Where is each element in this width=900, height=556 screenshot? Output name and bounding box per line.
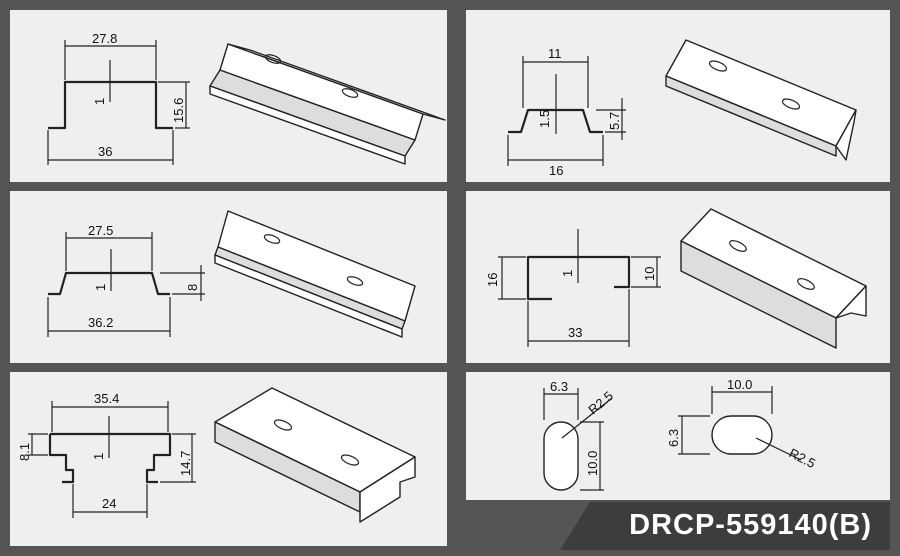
dim-thickness: 1 [560,270,575,277]
dim-slot2-radius: R2.5 [787,445,818,471]
profile-5-section [48,432,172,484]
dim-slot2-width: 10.0 [727,377,752,392]
profile-3-section [48,271,170,296]
panel-profile-1: 27.8 1 15.6 36 [10,10,447,182]
panel-profile-5: 35.4 8.1 1 14.7 24 [10,372,447,546]
panel-profile-4: 16 1 10 33 [466,191,890,363]
dim-slot2-height: 6.3 [666,429,681,447]
vertical-slot-shape [543,421,579,491]
slot-hole-icon [264,54,282,64]
profile-4-diagram: 16 1 10 33 [485,208,867,349]
slot-hole-icon [708,60,728,72]
dim-height: 14.7 [178,451,193,476]
slot-hole-icon [341,88,359,98]
profile-5-iso-view [214,387,416,523]
profile-2-diagram: 11 1.5 5.7 16 [507,39,857,178]
profile-1-iso-view [209,43,446,165]
dim-height: 16 [485,273,500,287]
dim-thickness: 1 [92,98,107,105]
dim-bottom-width: 16 [549,163,563,178]
dim-lip-height: 8.1 [17,443,32,461]
dim-slot1-radius: R2.5 [585,388,616,417]
profile-1-diagram: 27.8 1 15.6 36 [47,31,446,165]
profile-3-iso-view [214,210,416,338]
dim-lip-height: 10 [642,267,657,281]
dim-slot1-width: 6.3 [550,379,568,394]
panel-slot-details: 6.3 R2.5 10.0 10.0 6.3 R2.5 [466,372,890,500]
slot-hole-icon [263,234,281,244]
slot-hole-icon [797,278,815,290]
dim-slot1-length: 10.0 [585,451,600,476]
slot-hole-icon [340,454,360,466]
horizontal-slot-shape [711,415,773,455]
profile-4-iso-view [680,208,867,349]
dim-height: 15.6 [171,98,186,123]
dim-thickness: 1 [91,453,106,460]
dim-width: 33 [568,325,582,340]
model-code-badge: DRCP-559140(B) [560,502,890,550]
dim-top-width: 11 [548,46,562,61]
dim-top-width: 27.8 [92,31,117,46]
dim-top-width: 27.5 [88,223,113,238]
slot-hole-icon [346,276,364,286]
model-code: DRCP-559140(B) [629,509,872,541]
slot-hole-icon [729,240,747,252]
profile-5-diagram: 35.4 8.1 1 14.7 24 [17,387,416,523]
dim-top-width: 35.4 [94,391,119,406]
panel-profile-2: 11 1.5 5.7 16 [466,10,890,182]
slot-details-diagram: 6.3 R2.5 10.0 10.0 6.3 R2.5 [543,377,818,491]
dim-height: 5.7 [607,112,622,130]
panel-profile-3: 27.5 1 8 36.2 [10,191,447,363]
slot-hole-icon [781,98,801,110]
dim-bottom-width: 24 [102,496,116,511]
dim-thickness: 1.5 [537,110,552,128]
slot-hole-icon [273,419,293,431]
dim-height: 8 [185,284,200,291]
dim-bottom-width: 36.2 [88,315,113,330]
profile-2-iso-view [665,39,857,161]
dim-thickness: 1 [93,284,108,291]
profile-3-diagram: 27.5 1 8 36.2 [47,210,416,338]
dim-bottom-width: 36 [98,144,112,159]
